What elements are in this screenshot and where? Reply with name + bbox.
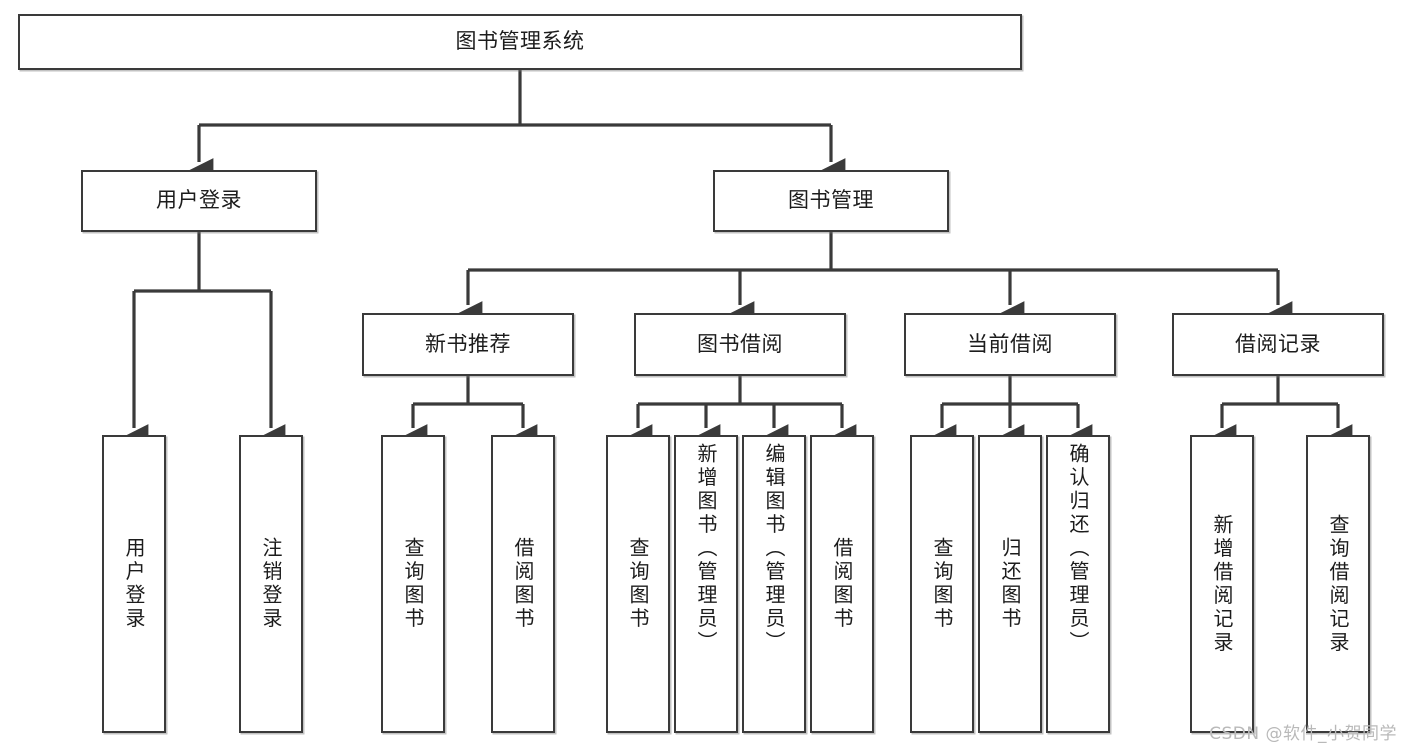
leaf-recommend-borrow-book[interactable]: 借阅图书 <box>491 435 555 733</box>
node-book-manage[interactable]: 图书管理 <box>713 170 949 232</box>
node-label: 编辑图书（管理员） <box>762 443 786 655</box>
node-borrow-record[interactable]: 借阅记录 <box>1172 313 1384 376</box>
leaf-record-search[interactable]: 查询借阅记录 <box>1306 435 1370 733</box>
leaf-borrow-edit-book-admin[interactable]: 编辑图书（管理员） <box>742 435 806 733</box>
node-label: 查询图书 <box>626 537 650 631</box>
node-label: 当前借阅 <box>967 331 1053 356</box>
node-label: 用户登录 <box>122 537 146 631</box>
leaf-current-return-book[interactable]: 归还图书 <box>978 435 1042 733</box>
node-label: 新书推荐 <box>425 331 511 356</box>
leaf-borrow-query-book[interactable]: 查询图书 <box>606 435 670 733</box>
leaf-current-query-book[interactable]: 查询图书 <box>910 435 974 733</box>
node-root-system[interactable]: 图书管理系统 <box>18 14 1022 70</box>
node-new-book-recommend[interactable]: 新书推荐 <box>362 313 574 376</box>
node-label: 借阅图书 <box>830 537 854 631</box>
node-label: 查询借阅记录 <box>1326 513 1350 655</box>
leaf-recommend-query-book[interactable]: 查询图书 <box>381 435 445 733</box>
node-user-login[interactable]: 用户登录 <box>81 170 317 232</box>
node-label: 新增借阅记录 <box>1210 513 1234 655</box>
node-label: 确认归还（管理员） <box>1066 443 1090 655</box>
node-current-borrow[interactable]: 当前借阅 <box>904 313 1116 376</box>
node-label: 归还图书 <box>998 537 1022 631</box>
node-label: 图书管理 <box>788 188 874 213</box>
node-label: 用户登录 <box>156 188 242 213</box>
node-label: 查询图书 <box>401 537 425 631</box>
node-label: 图书管理系统 <box>455 29 585 54</box>
leaf-current-confirm-return-admin[interactable]: 确认归还（管理员） <box>1046 435 1110 733</box>
leaf-user-login[interactable]: 用户登录 <box>102 435 166 733</box>
watermark-text: CSDN @软件_小贺同学 <box>1209 724 1397 744</box>
node-label: 注销登录 <box>259 537 283 631</box>
node-label: 图书借阅 <box>697 331 783 356</box>
node-book-borrow[interactable]: 图书借阅 <box>634 313 846 376</box>
node-label: 查询图书 <box>930 537 954 631</box>
node-label: 新增图书（管理员） <box>694 443 718 655</box>
leaf-record-add[interactable]: 新增借阅记录 <box>1190 435 1254 733</box>
node-label: 借阅图书 <box>511 537 535 631</box>
node-label: 借阅记录 <box>1235 331 1321 356</box>
leaf-borrow-lend-book[interactable]: 借阅图书 <box>810 435 874 733</box>
leaf-borrow-add-book-admin[interactable]: 新增图书（管理员） <box>674 435 738 733</box>
leaf-user-logout[interactable]: 注销登录 <box>239 435 303 733</box>
